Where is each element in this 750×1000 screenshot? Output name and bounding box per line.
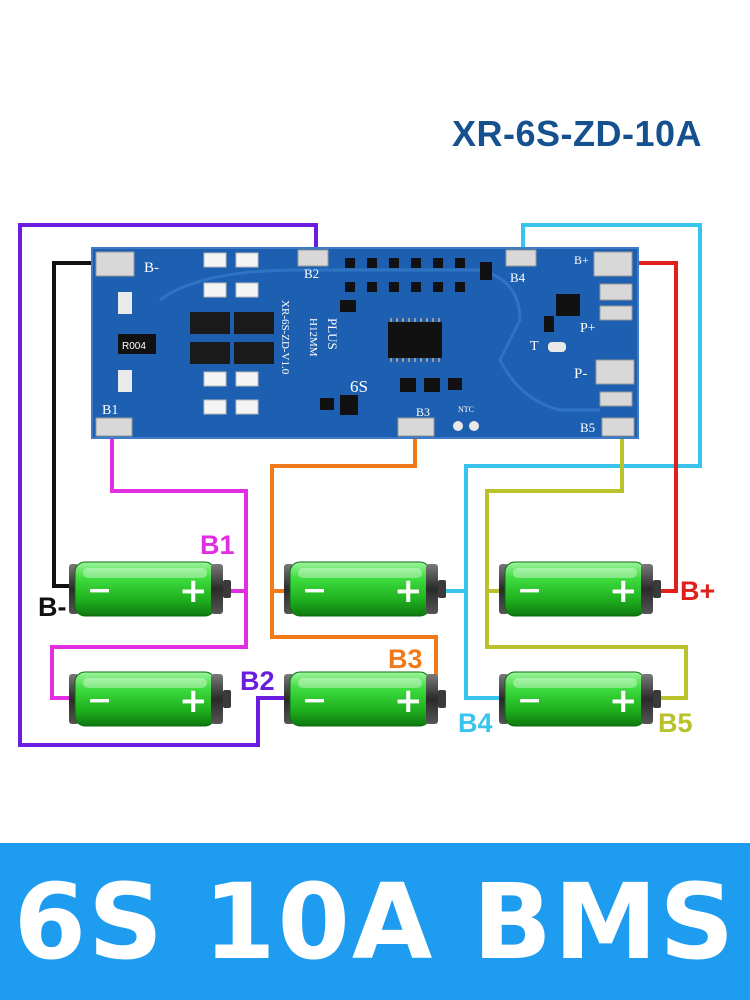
- pcb-label-b1: B1: [102, 403, 118, 418]
- pcb-label-p-plus: P+: [580, 321, 596, 336]
- battery-minus-sign: −: [517, 573, 542, 608]
- pcb-label-ntc: NTC: [458, 405, 474, 414]
- battery-plus-sign: +: [609, 681, 638, 721]
- label-b-minus: B-: [38, 592, 67, 622]
- resistor-array: [203, 252, 259, 415]
- battery-plus-sign: +: [179, 571, 208, 611]
- label-b5: B5: [658, 708, 693, 738]
- battery-cell: −+: [499, 671, 661, 727]
- bms-pcb: B- B1 B2 B3 B4 B5 B+ P+ P- T NTC XR-6S-Z…: [91, 247, 639, 439]
- banner-title: 6S 10A BMS: [13, 861, 737, 983]
- product-banner: 6S 10A BMS: [0, 843, 750, 1000]
- pcb-label-b-plus: B+: [574, 253, 589, 267]
- battery-minus-sign: −: [87, 573, 112, 608]
- pad-b4: [505, 249, 537, 267]
- battery-plus-sign: +: [394, 681, 423, 721]
- pad-p-minus-2: [599, 391, 633, 407]
- mosfet-array: [190, 312, 274, 364]
- battery-minus-sign: −: [87, 683, 112, 718]
- label-b2: B2: [240, 666, 275, 696]
- wire-b2: [18, 223, 318, 747]
- pcb-label-plus: PLUS: [325, 318, 340, 350]
- wire-b1: [50, 428, 248, 700]
- pcb-label-r004: R004: [122, 341, 146, 352]
- pcb-label-t: T: [530, 339, 539, 354]
- battery-minus-sign: −: [302, 573, 327, 608]
- battery-plus-sign: +: [394, 571, 423, 611]
- pad-b1: [95, 417, 133, 437]
- label-b4: B4: [458, 708, 493, 738]
- battery-cell: −+: [284, 561, 446, 617]
- pcb-label-b-minus: B-: [144, 260, 159, 276]
- battery-pack: −+−+−+−+−+−+: [69, 561, 661, 727]
- pcb-label-b4: B4: [510, 270, 526, 285]
- battery-cell: −+: [284, 671, 446, 727]
- wire-b-minus: [52, 261, 108, 588]
- label-b1: B1: [200, 530, 235, 560]
- pcb-label-model: XR-6S-ZD-V1.0: [279, 300, 291, 375]
- pcb-board: [91, 247, 639, 439]
- shunt-resistor: [118, 334, 156, 354]
- battery-cell: −+: [69, 671, 231, 727]
- pcb-label-thickness: H12MM: [307, 318, 319, 357]
- pcb-label-6s: 6S: [350, 377, 368, 396]
- battery-minus-sign: −: [517, 683, 542, 718]
- pad-b3: [397, 417, 435, 437]
- pad-b2: [297, 249, 329, 267]
- pad-b5: [601, 417, 635, 437]
- battery-plus-sign: +: [609, 571, 638, 611]
- pcb-label-p-minus: P-: [574, 366, 587, 382]
- controller-ic: [388, 322, 442, 358]
- wiring-diagram: B- B1 B2 B3 B4 B5 B+ P+ P- T NTC XR-6S-Z…: [18, 223, 715, 747]
- pad-b-minus: [95, 251, 135, 277]
- pad-p-minus: [595, 359, 635, 385]
- pad-b-plus: [593, 251, 633, 277]
- model-title: XR-6S-ZD-10A: [452, 113, 703, 154]
- battery-plus-sign: +: [179, 681, 208, 721]
- label-b-plus: B+: [680, 576, 715, 606]
- pad-p-plus: [599, 283, 633, 301]
- pcb-label-b2: B2: [304, 266, 319, 281]
- battery-minus-sign: −: [302, 683, 327, 718]
- pcb-label-b5: B5: [580, 420, 595, 435]
- pcb-label-b3: B3: [416, 405, 430, 419]
- pad-p-plus-2: [599, 305, 633, 321]
- battery-cell: −+: [499, 561, 661, 617]
- wire-b-plus: [620, 261, 678, 593]
- battery-cell: −+: [69, 561, 231, 617]
- label-b3: B3: [388, 644, 423, 674]
